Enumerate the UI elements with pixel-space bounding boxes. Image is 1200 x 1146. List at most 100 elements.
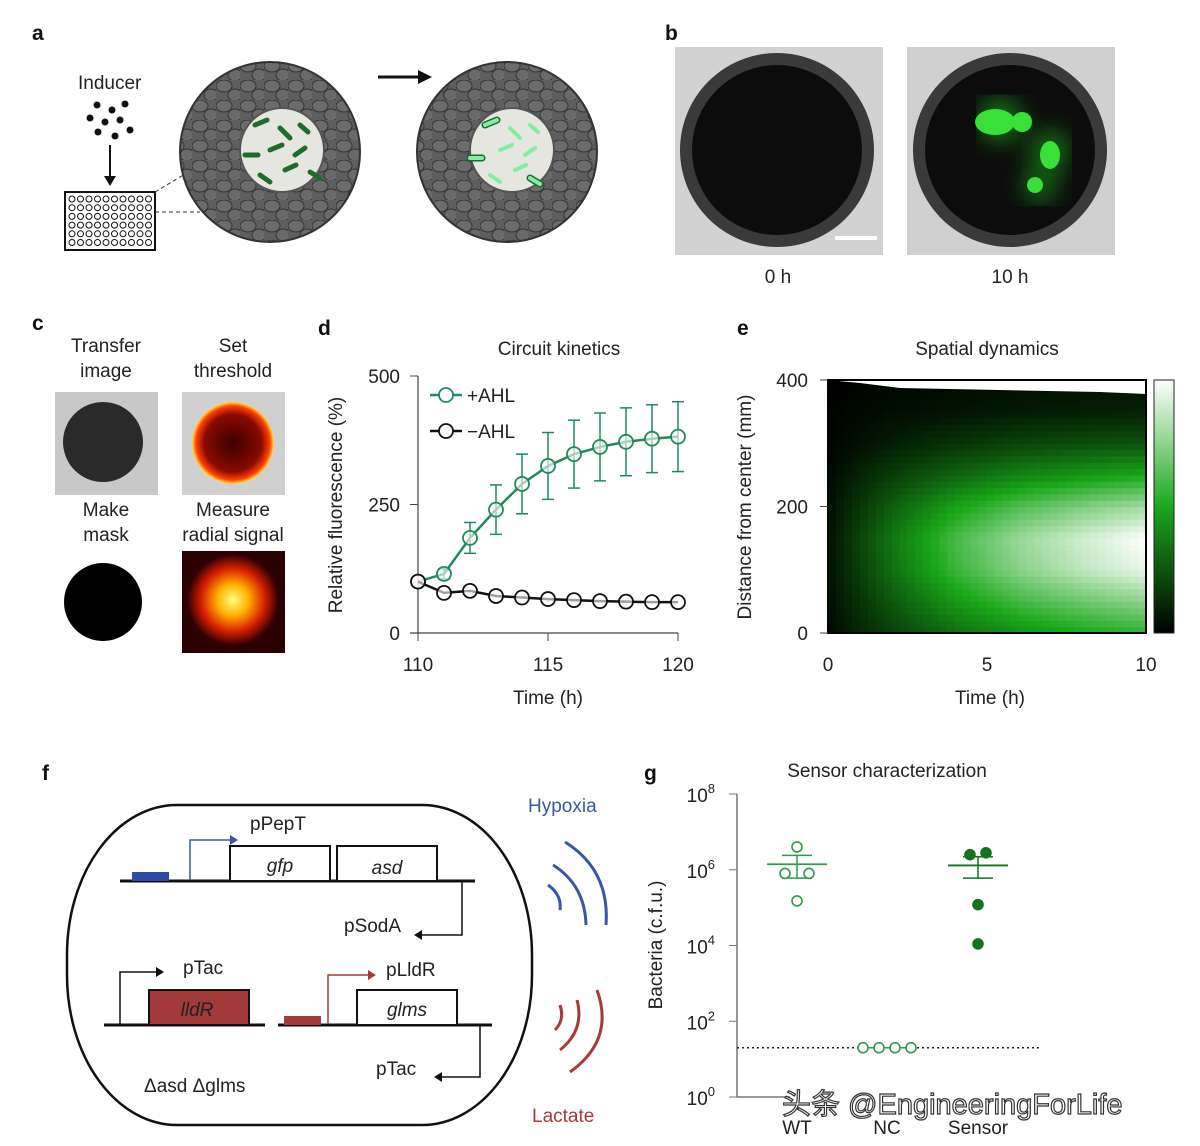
heatmap-cell — [1058, 557, 1068, 565]
heatmap-cell — [987, 550, 996, 558]
heatmap-cell — [899, 569, 909, 577]
well — [128, 212, 135, 220]
heatmap-cell — [923, 531, 932, 539]
heatmap-cell — [1034, 430, 1044, 438]
heatmap-cell — [987, 481, 996, 489]
heatmap-cell — [907, 449, 917, 457]
heatmap-cell — [1050, 614, 1060, 621]
heatmap-cell — [875, 595, 885, 602]
heatmap-cell — [987, 538, 996, 546]
heatmap-cell — [939, 443, 948, 451]
heatmap-cell — [1074, 392, 1083, 400]
heatmap-cell — [994, 588, 1004, 596]
heatmap-cell — [899, 411, 909, 419]
heatmap-cell — [931, 588, 940, 596]
heatmap-cell — [891, 443, 901, 451]
heatmap-cell — [971, 595, 980, 602]
heatmap-cell — [1130, 607, 1139, 615]
heatmap-cell — [915, 449, 924, 457]
heatmap-cell — [875, 576, 885, 583]
heatmap-cell — [1002, 481, 1012, 489]
heatmap-cell — [1066, 544, 1076, 552]
heatmap-cell — [835, 512, 845, 520]
data-point — [566, 446, 582, 463]
heatmap-cell — [994, 626, 1004, 633]
heatmap-cell — [963, 430, 972, 438]
heatmap-cell — [859, 569, 869, 577]
heatmap-cell — [1018, 588, 1028, 596]
heatmap-cell — [899, 487, 909, 495]
heatmap-cell — [939, 436, 948, 444]
hypoxia-operator — [132, 872, 169, 881]
cell-outline — [65, 803, 534, 1127]
heatmap-cell — [915, 481, 924, 489]
heatmap-cell — [1050, 582, 1060, 590]
heatmap-cell — [1106, 455, 1115, 463]
heatmap-cell — [915, 474, 924, 482]
heatmap-cell — [835, 544, 845, 552]
heatmap-cell — [1002, 544, 1012, 552]
heatmap-cell — [1002, 493, 1012, 501]
heatmap-cell — [955, 588, 964, 596]
well — [136, 195, 144, 203]
heatmap-cell — [875, 557, 885, 565]
heatmap-cell — [835, 462, 845, 470]
heatmap-cell — [859, 550, 869, 558]
heatmap-cell — [907, 538, 917, 546]
heatmap-cell — [1130, 411, 1139, 419]
heatmap-cell — [1090, 557, 1099, 565]
heatmap-cell — [875, 588, 885, 596]
data-point — [972, 898, 984, 911]
heatmap-cell — [1082, 550, 1091, 558]
heatmap-cell — [828, 626, 837, 633]
heatmap-cell — [1130, 519, 1139, 527]
heatmap-cell — [867, 519, 877, 527]
heatmap-cell — [1130, 620, 1139, 628]
well-plate-icon — [64, 191, 156, 251]
heatmap-cell — [939, 626, 948, 633]
heatmap-cell — [899, 601, 909, 609]
heatmap-cell — [923, 525, 932, 533]
heatmap-cell — [851, 462, 861, 470]
heatmap-cell — [1082, 601, 1091, 609]
heatmap-cell — [923, 519, 932, 527]
heatmap-cell — [1098, 481, 1107, 489]
heatmap-cell — [955, 550, 964, 558]
heatmap-cell — [1130, 493, 1139, 501]
y-tick-label: 102 — [687, 1008, 715, 1034]
heatmap-cell — [891, 474, 901, 482]
heatmap-cell — [1058, 601, 1068, 609]
heatmap-cell — [828, 449, 837, 457]
heatmap-cell — [1074, 417, 1083, 425]
well — [111, 230, 118, 238]
heatmap-cell — [1034, 443, 1044, 451]
heatmap-cell — [1106, 519, 1115, 527]
heatmap-cell — [947, 614, 956, 621]
lactate-operator — [284, 1016, 321, 1025]
heatmap-cell — [923, 468, 932, 476]
well — [85, 239, 93, 246]
heatmap-cell — [1066, 481, 1076, 489]
heatmap-cell — [1050, 563, 1060, 571]
heatmap-cell — [939, 405, 948, 413]
heatmap-cell — [1066, 462, 1076, 470]
heatmap-cell — [1098, 595, 1107, 602]
heatmap-cell — [1090, 462, 1099, 470]
heatmap-cell — [1018, 436, 1028, 444]
heatmap-cell — [1066, 525, 1076, 533]
heatmap-cell — [1090, 506, 1099, 514]
well — [77, 195, 84, 203]
heatmap-cell — [1066, 601, 1076, 609]
well — [77, 212, 84, 220]
heatmap-cell — [1138, 601, 1146, 609]
heatmap-cell — [1058, 588, 1068, 596]
time-label-10h: 10 h — [992, 267, 1029, 288]
heatmap-cell — [851, 424, 861, 432]
heatmap-cell — [1130, 468, 1139, 476]
heatmap-cell — [1138, 500, 1146, 508]
heatmap-cell — [1010, 544, 1020, 552]
heatmap-cell — [1106, 563, 1115, 571]
heatmap-cell — [955, 519, 964, 527]
heatmap-cell — [1026, 462, 1036, 470]
heatmap-cell — [1010, 398, 1020, 406]
